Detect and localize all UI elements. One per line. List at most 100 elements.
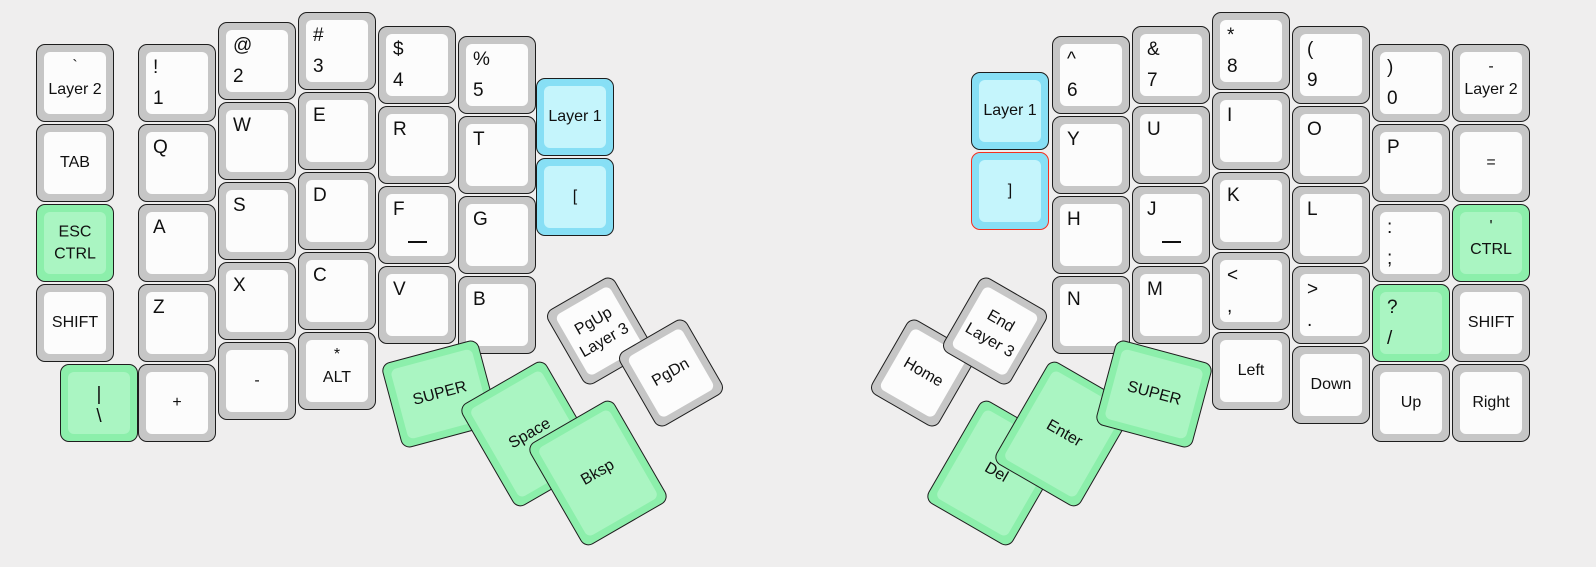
key-l[interactable]: L bbox=[1292, 186, 1370, 264]
key-face: Layer 1 bbox=[544, 86, 606, 148]
key-face: - bbox=[226, 350, 288, 412]
key-plus[interactable]: + bbox=[138, 364, 216, 442]
key-i[interactable]: I bbox=[1212, 92, 1290, 170]
key-legend-base: / bbox=[1387, 328, 1393, 349]
key-legend-base: Right bbox=[1472, 394, 1510, 411]
key-comma-lt[interactable]: <, bbox=[1212, 252, 1290, 330]
key-layer2-grave[interactable]: `Layer 2 bbox=[36, 44, 114, 122]
key-c[interactable]: C bbox=[298, 252, 376, 330]
key-legend-base: SUPER bbox=[1125, 378, 1183, 409]
key-d[interactable]: D bbox=[298, 172, 376, 250]
key-p[interactable]: P bbox=[1372, 124, 1450, 202]
key-legend-base: Up bbox=[1400, 394, 1422, 411]
key-colon-semicolon[interactable]: :; bbox=[1372, 204, 1450, 282]
key-face: F bbox=[386, 194, 448, 256]
key-q[interactable]: Q bbox=[138, 124, 216, 202]
key-u[interactable]: U bbox=[1132, 106, 1210, 184]
key-face: K bbox=[1220, 180, 1282, 242]
key-legend-base: T bbox=[473, 129, 485, 150]
key-legend-base: A bbox=[153, 217, 166, 238]
key-face: *ALT bbox=[306, 340, 368, 402]
key-legend-base: S bbox=[233, 195, 246, 216]
key-7-ampersand[interactable]: &7 bbox=[1132, 26, 1210, 104]
key-left-arrow[interactable]: Left bbox=[1212, 332, 1290, 410]
key-legend-base: I bbox=[1227, 105, 1233, 126]
key-v[interactable]: V bbox=[378, 266, 456, 344]
key-o[interactable]: O bbox=[1292, 106, 1370, 184]
key-t[interactable]: T bbox=[458, 116, 536, 194]
key-x[interactable]: X bbox=[218, 262, 296, 340]
key-down-arrow[interactable]: Down bbox=[1292, 346, 1370, 424]
key-face: + bbox=[146, 372, 208, 434]
key-minus[interactable]: - bbox=[218, 342, 296, 420]
key-face: ^6 bbox=[1060, 44, 1122, 106]
key-legend-base: 5 bbox=[473, 80, 484, 101]
key-face: Left bbox=[1220, 340, 1282, 402]
key-up-arrow[interactable]: Up bbox=[1372, 364, 1450, 442]
key-face: E bbox=[306, 100, 368, 162]
key-shift-right[interactable]: SHIFT bbox=[1452, 284, 1530, 362]
key-g[interactable]: G bbox=[458, 196, 536, 274]
key-face: (9 bbox=[1300, 34, 1362, 96]
key-alt-asterisk[interactable]: *ALT bbox=[298, 332, 376, 410]
key-b[interactable]: B bbox=[458, 276, 536, 354]
key-layer1-left[interactable]: Layer 1 bbox=[536, 78, 614, 156]
key-legend-base: Layer 1 bbox=[983, 102, 1037, 119]
key-3-hash[interactable]: #3 bbox=[298, 12, 376, 90]
key-bracket-left[interactable]: [ bbox=[536, 158, 614, 236]
key-pipe-backslash[interactable]: |\ bbox=[60, 364, 138, 442]
key-legend-base: X bbox=[233, 275, 246, 296]
key-2-at[interactable]: @2 bbox=[218, 22, 296, 100]
key-e[interactable]: E bbox=[298, 92, 376, 170]
key-equals[interactable]: = bbox=[1452, 124, 1530, 202]
key-face: W bbox=[226, 110, 288, 172]
key-face: U bbox=[1140, 114, 1202, 176]
key-face: S bbox=[226, 190, 288, 252]
homing-bar-icon bbox=[408, 240, 427, 243]
key-1-exclaim[interactable]: !1 bbox=[138, 44, 216, 122]
key-j[interactable]: J bbox=[1132, 186, 1210, 264]
key-r[interactable]: R bbox=[378, 106, 456, 184]
key-w[interactable]: W bbox=[218, 102, 296, 180]
key-n[interactable]: N bbox=[1052, 276, 1130, 354]
key-0-paren[interactable]: )0 bbox=[1372, 44, 1450, 122]
key-face: J bbox=[1140, 194, 1202, 256]
key-9-paren[interactable]: (9 bbox=[1292, 26, 1370, 104]
key-6-caret[interactable]: ^6 bbox=[1052, 36, 1130, 114]
key-layer1-right[interactable]: Layer 1 bbox=[971, 72, 1049, 150]
key-legend-shifted: # bbox=[313, 25, 324, 46]
key-bracket-right[interactable]: ] bbox=[971, 152, 1049, 230]
key-a[interactable]: A bbox=[138, 204, 216, 282]
key-legend-base: 6 bbox=[1067, 80, 1078, 101]
key-face: |\ bbox=[68, 372, 130, 434]
key-face: I bbox=[1220, 100, 1282, 162]
key-slash-question[interactable]: ?/ bbox=[1372, 284, 1450, 362]
key-face: C bbox=[306, 260, 368, 322]
key-4-dollar[interactable]: $4 bbox=[378, 26, 456, 104]
key-legend-base: CTRL bbox=[1470, 241, 1512, 258]
key-y[interactable]: Y bbox=[1052, 116, 1130, 194]
key-face: Q bbox=[146, 132, 208, 194]
key-right-arrow[interactable]: Right bbox=[1452, 364, 1530, 442]
key-face: D bbox=[306, 180, 368, 242]
key-5-percent[interactable]: %5 bbox=[458, 36, 536, 114]
key-face: ?/ bbox=[1380, 292, 1442, 354]
key-legend-shifted: : bbox=[1387, 217, 1393, 238]
key-period-gt[interactable]: >. bbox=[1292, 266, 1370, 344]
key-face: $4 bbox=[386, 34, 448, 96]
key-f[interactable]: F bbox=[378, 186, 456, 264]
key-8-asterisk[interactable]: *8 bbox=[1212, 12, 1290, 90]
key-h[interactable]: H bbox=[1052, 196, 1130, 274]
key-s[interactable]: S bbox=[218, 182, 296, 260]
key-quote-ctrl[interactable]: 'CTRL bbox=[1452, 204, 1530, 282]
key-legend-shifted: ` bbox=[72, 58, 78, 75]
key-legend-base: Q bbox=[153, 137, 168, 158]
key-layer2-dash[interactable]: -Layer 2 bbox=[1452, 44, 1530, 122]
key-m[interactable]: M bbox=[1132, 266, 1210, 344]
key-k[interactable]: K bbox=[1212, 172, 1290, 250]
key-tab[interactable]: TAB bbox=[36, 124, 114, 202]
key-shift[interactable]: SHIFT bbox=[36, 284, 114, 362]
key-z[interactable]: Z bbox=[138, 284, 216, 362]
